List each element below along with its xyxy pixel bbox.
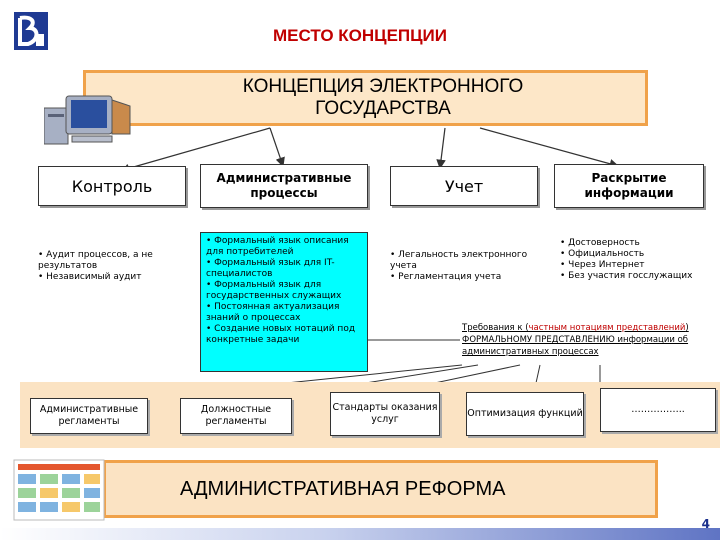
box-job-regulations: Должностные регламенты [180, 398, 292, 434]
page-number: 4 [701, 517, 710, 531]
header-disclosure: Раскрытие информации [554, 164, 704, 208]
list-item: • Без участия госслужащих [560, 271, 693, 281]
list-item: • Постоянная актуализация знаний о проце… [206, 302, 340, 323]
concept-title: КОНЦЕПЦИЯ ЭЛЕКТРОННОГО ГОСУДАРСТВА [83, 76, 683, 120]
control-list: • Аудит процессов, а не результатов • Не… [38, 250, 188, 283]
header-control: Контроль [38, 166, 186, 206]
admin-list: • Формальный язык описания для потребите… [206, 236, 362, 346]
disclosure-list: • Достоверность • Официальность • Через … [560, 238, 710, 282]
box-service-standards: Стандарты оказания услуг [330, 392, 440, 436]
concept-title-line2: ГОСУДАРСТВА [315, 98, 451, 119]
footer-bar [0, 528, 720, 540]
list-item: • Достоверность [560, 238, 640, 248]
box-ellipsis: …………….. [600, 388, 716, 432]
slide-title: МЕСТО КОНЦЕПЦИИ [273, 26, 447, 45]
list-item: • Формальный язык описания для потребите… [206, 236, 349, 257]
computer-icon [43, 94, 136, 148]
reform-title: АДМИНИСТРАТИВНАЯ РЕФОРМА [180, 477, 506, 500]
note-part3: ) ФОРМАЛЬНОМУ ПРЕДСТАВЛЕНИЮ информации о… [462, 323, 689, 357]
box-admin-regulations: Административные регламенты [30, 398, 148, 434]
requirements-note: Требования к (частным нотациям представл… [462, 322, 714, 358]
list-item: • Создание новых нотаций под конкретные … [206, 324, 356, 345]
list-item: • Формальный язык для государственных сл… [206, 280, 342, 301]
list-item: • Легальность электронного учета [390, 250, 528, 271]
admin-processes-box: • Формальный язык описания для потребите… [200, 232, 368, 372]
header-accounting: Учет [390, 166, 538, 206]
document-icon [12, 458, 108, 522]
list-item: • Формальный язык для IT-специалистов [206, 258, 335, 279]
note-part2: частным нотациям представлений [528, 323, 686, 333]
concept-title-line1: КОНЦЕПЦИЯ ЭЛЕКТРОННОГО [242, 76, 524, 97]
list-item: • Через Интернет [560, 260, 645, 270]
reform-box: АДМИНИСТРАТИВНАЯ РЕФОРМА [103, 460, 658, 518]
box-optimization: Оптимизация функций [466, 392, 584, 436]
list-item: • Аудит процессов, а не результатов [38, 250, 153, 271]
list-item: • Официальность [560, 249, 645, 259]
header-admin-processes: Административные процессы [200, 164, 368, 208]
list-item: • Регламентация учета [390, 272, 502, 282]
note-part1: Требования к ( [462, 323, 529, 333]
accounting-list: • Легальность электронного учета • Регла… [390, 250, 530, 283]
concept-box [83, 70, 648, 126]
university-logo [12, 8, 50, 54]
list-item: • Независимый аудит [38, 272, 142, 282]
